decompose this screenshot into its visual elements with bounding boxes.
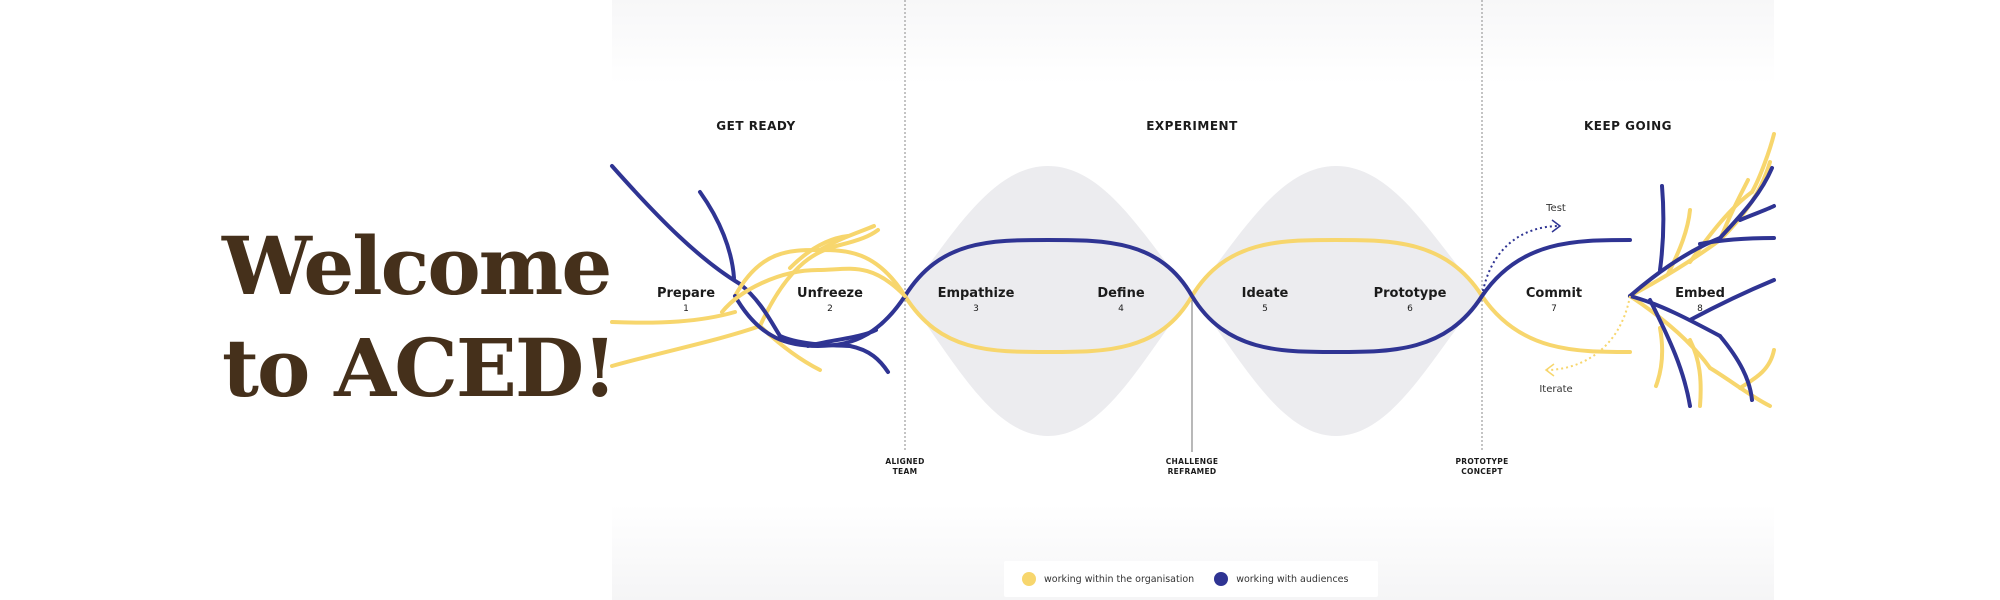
stage-embed-name: Embed bbox=[1675, 286, 1725, 301]
phase-title-get-ready: GET READY bbox=[716, 119, 795, 133]
bubble-empathize-define bbox=[905, 166, 1192, 436]
welcome-heading: Welcome to ACED! bbox=[222, 215, 617, 419]
stage-define-name: Define bbox=[1097, 286, 1144, 301]
wave-yellow-left bbox=[720, 266, 907, 314]
loop-label-test: Test bbox=[1545, 203, 1566, 214]
stage-prepare-name: Prepare bbox=[657, 286, 715, 301]
stage-embed-number: 8 bbox=[1697, 304, 1703, 314]
iterate-arrow-head-icon bbox=[1544, 363, 1555, 377]
legend-dot-navy-icon bbox=[1214, 572, 1229, 586]
milestone-aligned-line1: ALIGNED bbox=[885, 457, 924, 466]
legend-dot-yellow-icon bbox=[1022, 572, 1036, 586]
bubble-ideate-prototype bbox=[1192, 166, 1482, 436]
legend: working within the organisation working … bbox=[1004, 561, 1378, 597]
welcome-line-2: to ACED! bbox=[222, 321, 617, 415]
stage-empathize-name: Empathize bbox=[938, 286, 1015, 301]
milestone-challenge-line2: REFRAMED bbox=[1168, 467, 1217, 476]
stage-unfreeze-name: Unfreeze bbox=[797, 286, 863, 301]
phase-title-experiment: EXPERIMENT bbox=[1146, 119, 1238, 133]
stage-prototype-number: 6 bbox=[1407, 304, 1413, 314]
loop-arrow-iterate bbox=[1545, 295, 1631, 371]
loop-label-iterate: Iterate bbox=[1539, 384, 1572, 395]
stage-commit-name: Commit bbox=[1526, 286, 1582, 301]
main-wave bbox=[720, 237, 1632, 355]
stage-ideate-number: 5 bbox=[1262, 304, 1268, 314]
milestone-prototype-line1: PROTOTYPE bbox=[1455, 457, 1508, 466]
phase-title-keep-going: KEEP GOING bbox=[1584, 119, 1672, 133]
branches-left-yellow bbox=[610, 224, 880, 372]
stage-commit-number: 7 bbox=[1551, 304, 1557, 314]
branches-right-navy bbox=[1628, 166, 1776, 408]
legend-label-audiences: working with audiences bbox=[1236, 573, 1349, 585]
test-arrow-head-icon bbox=[1551, 219, 1562, 233]
stage-prototype-name: Prototype bbox=[1374, 286, 1447, 301]
stage-define-number: 4 bbox=[1118, 304, 1124, 314]
branches-right-yellow bbox=[1628, 132, 1776, 408]
milestone-challenge-line1: CHALLENGE bbox=[1166, 457, 1219, 466]
legend-item-organisation: working within the organisation bbox=[1022, 572, 1194, 586]
wave-yellow bbox=[733, 237, 1632, 355]
stage-ideate-name: Ideate bbox=[1242, 286, 1289, 301]
welcome-line-1: Welcome bbox=[222, 219, 612, 313]
milestone-aligned-line2: TEAM bbox=[893, 467, 918, 476]
legend-item-audiences: working with audiences bbox=[1214, 572, 1348, 586]
experiment-bubbles bbox=[905, 166, 1482, 436]
wave-navy bbox=[733, 237, 1632, 355]
stage-empathize-number: 3 bbox=[973, 304, 979, 314]
milestone-prototype-line2: CONCEPT bbox=[1461, 467, 1503, 476]
stage-prepare-number: 1 bbox=[683, 304, 689, 314]
test-iterate-loop bbox=[1481, 225, 1631, 371]
legend-label-organisation: working within the organisation bbox=[1044, 573, 1195, 585]
stage-unfreeze-number: 2 bbox=[827, 304, 833, 314]
phase-separators bbox=[904, 0, 1483, 452]
